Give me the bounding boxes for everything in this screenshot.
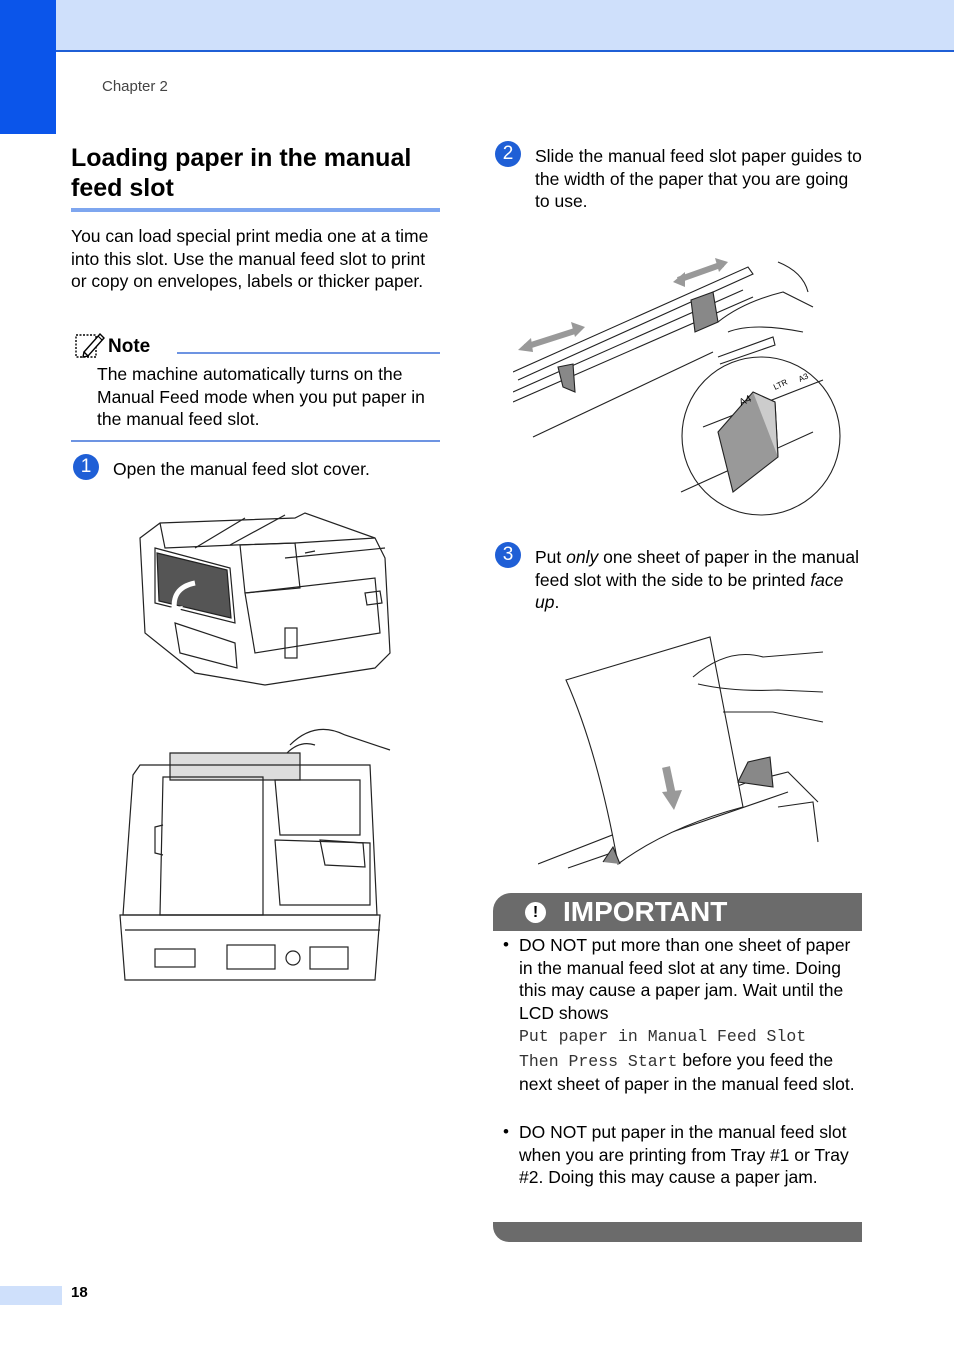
section-title: Loading paper in the manual feed slot bbox=[71, 144, 412, 202]
intro-paragraph: You can load special print media one at … bbox=[71, 226, 429, 291]
step-2-text: Slide the manual feed slot paper guides … bbox=[535, 146, 862, 211]
important-bullet-1: DO NOT put more than one sheet of paper … bbox=[519, 935, 855, 1094]
note-text: The machine automatically turns on the M… bbox=[97, 364, 425, 429]
paper-guides-illustration: A4 LTR A3 bbox=[513, 258, 841, 516]
header-band bbox=[0, 0, 954, 52]
step-1-text: Open the manual feed slot cover. bbox=[113, 459, 370, 479]
important-bullet-2: DO NOT put paper in the manual feed slot… bbox=[519, 1122, 849, 1187]
step-3-badge: 3 bbox=[495, 542, 521, 568]
a3-label: A3 bbox=[797, 371, 810, 384]
important-footer bbox=[493, 1222, 862, 1242]
printer-top-view-illustration bbox=[119, 728, 391, 981]
bullet-dot-2: • bbox=[503, 1122, 509, 1141]
chapter-tab bbox=[0, 0, 56, 134]
printer-cover-open-illustration bbox=[139, 512, 391, 686]
insert-sheet-illustration bbox=[538, 636, 824, 869]
important-title: IMPORTANT bbox=[563, 896, 728, 927]
note-pencil-icon bbox=[75, 332, 105, 358]
title-underline bbox=[71, 208, 440, 212]
exclamation-icon: ! bbox=[525, 902, 546, 923]
chapter-label: Chapter 2 bbox=[102, 78, 168, 95]
note-rule bbox=[177, 352, 440, 354]
note-bottom-rule bbox=[71, 440, 440, 442]
bullet-dot-1: • bbox=[503, 935, 509, 954]
page-number-band bbox=[0, 1286, 62, 1305]
step-2-badge: 2 bbox=[495, 141, 521, 167]
page-number: 18 bbox=[71, 1284, 88, 1301]
step-1-badge: 1 bbox=[73, 454, 99, 480]
step-3-text: Put only one sheet of paper in the manua… bbox=[535, 547, 859, 612]
note-label: Note bbox=[108, 336, 151, 357]
a4-label: A4 bbox=[738, 393, 754, 408]
important-header bbox=[493, 893, 862, 931]
